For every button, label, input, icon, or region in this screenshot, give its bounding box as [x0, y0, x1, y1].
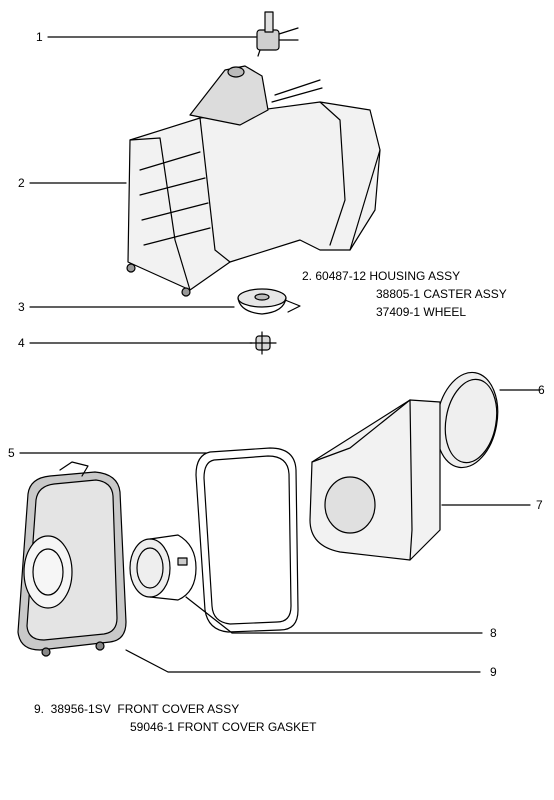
housing-note-line-2: 38805-1 CASTER ASSY — [376, 287, 507, 301]
part-5-gasket — [195, 447, 299, 633]
callout-5: 5 — [8, 446, 15, 460]
callout-2: 2 — [18, 176, 25, 190]
callout-9: 9 — [490, 665, 497, 679]
callout-8: 8 — [490, 626, 497, 640]
callout-4: 4 — [18, 336, 25, 350]
callout-1: 1 — [36, 30, 43, 44]
callout-6: 6 — [538, 383, 545, 397]
part-7-filter-bag — [309, 399, 441, 561]
part-4-wheel — [249, 331, 277, 355]
housing-note-line-1: 2. 60487-12 HOUSING ASSY — [302, 269, 461, 283]
part-8-motor-cylinder — [129, 534, 197, 601]
leader-line-8 — [185, 596, 483, 634]
callout-3: 3 — [18, 300, 25, 314]
front-cover-note-line-2: 59046-1 FRONT COVER GASKET — [130, 720, 317, 734]
callout-7: 7 — [536, 498, 543, 512]
part-1-switch — [256, 11, 299, 57]
leader-line-9 — [125, 649, 481, 673]
part-2-housing — [126, 65, 381, 297]
part-9-front-cover — [17, 461, 127, 657]
housing-note-line-3: 37409-1 WHEEL — [376, 305, 467, 319]
part-3-caster — [237, 288, 301, 315]
front-cover-note-line-1: 9. 38956-1SV FRONT COVER ASSY — [34, 702, 240, 716]
